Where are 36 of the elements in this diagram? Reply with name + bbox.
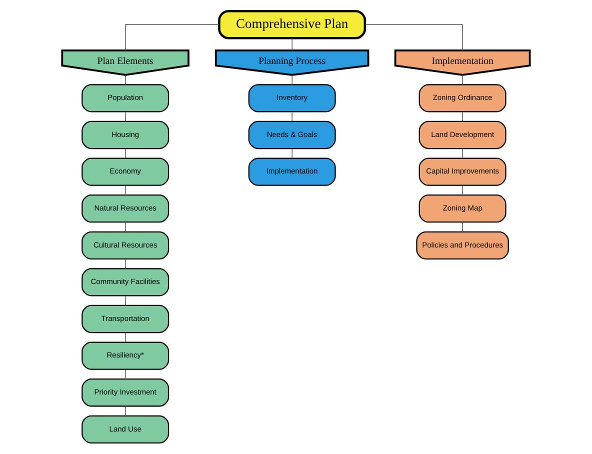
node-box: Population <box>82 84 170 112</box>
connector <box>462 148 463 159</box>
node-box: Capital Improvements <box>418 158 506 186</box>
node-box: Inventory <box>248 84 336 112</box>
connector <box>124 369 126 380</box>
connector <box>124 406 126 416</box>
connector <box>124 185 126 196</box>
node-box: Zoning Map <box>418 194 506 223</box>
node-box: Land Use <box>82 415 170 444</box>
node-box: Needs & Goals <box>248 120 336 150</box>
node-box: Natural Resources <box>82 194 170 223</box>
node-box: Policies and Procedures <box>416 231 509 260</box>
node-box: Comprehensive Plan <box>218 10 366 40</box>
connector <box>124 148 126 159</box>
connector <box>462 185 463 196</box>
node-box: Zoning Ordinance <box>418 84 506 112</box>
node-box: Transportation <box>82 304 170 334</box>
connector <box>462 222 463 232</box>
connector <box>462 74 463 85</box>
node-box: Land Development <box>418 120 506 150</box>
connector <box>124 222 126 232</box>
node-box: Cultural Resources <box>82 231 170 260</box>
node-box: Community Facilities <box>82 268 170 296</box>
connector <box>124 296 126 306</box>
node-box: Resiliency* <box>82 342 170 370</box>
node-box: Economy <box>82 158 170 186</box>
connector <box>364 24 463 51</box>
node-box: Priority Investment <box>82 378 170 407</box>
connector <box>124 74 126 85</box>
node-box: Housing <box>82 120 170 150</box>
connector <box>124 332 126 343</box>
connector <box>124 112 126 122</box>
node-box: Implementation <box>248 158 336 186</box>
connector <box>124 24 220 51</box>
connector <box>462 112 463 122</box>
connector <box>124 258 126 269</box>
